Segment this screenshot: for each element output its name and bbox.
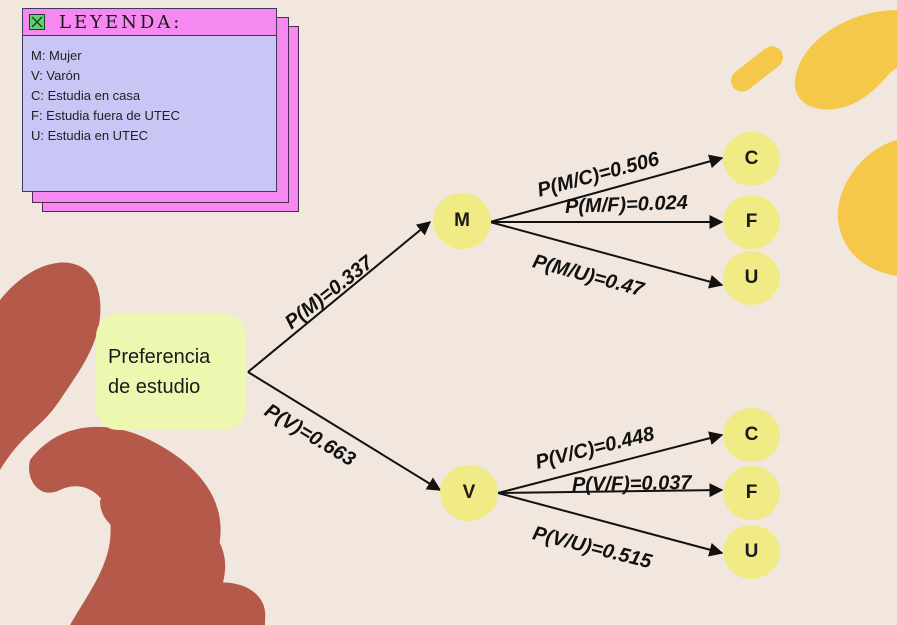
legend-header: LEYENDA: [23,9,276,36]
node-m-c: C [723,132,780,186]
legend-item: C: Estudia en casa [31,88,141,103]
edge-v-c [497,431,724,494]
root-node: Preferencia de estudio [96,314,246,430]
edge-m-u [489,221,724,289]
edge-root-m [247,221,432,373]
legend-item: V: Varón [31,68,81,83]
legend-item: M: Mujer [31,48,82,63]
brown-shapes [0,262,266,625]
root-label-line1: Preferencia [108,346,211,368]
node-m-f: F [723,195,780,249]
node-v: V [440,465,498,521]
edge-v-f [497,483,724,498]
tree-edges [247,154,724,557]
legend-card: LEYENDA: M: Mujer V: Varón C: Estudia en… [22,8,277,192]
checkbox-x-icon [29,14,45,30]
edge-v-u [497,492,724,557]
edge-root-v [247,371,442,491]
legend-item: F: Estudia fuera de UTEC [31,108,180,123]
legend-item: U: Estudia en UTEC [31,128,149,143]
edge-label-m-f: P(M/F)=0.024 [564,191,689,218]
edge-m-c [489,154,724,223]
node-m-u: U [723,251,780,305]
legend-title: LEYENDA: [59,11,183,33]
node-v-c: C [723,408,780,462]
legend-list: M: Mujer V: Varón C: Estudia en casa F: … [23,36,276,146]
yellow-shapes [731,10,897,276]
node-v-u: U [723,525,780,579]
node-m: M [433,193,491,249]
root-label-line2: de estudio [108,376,201,398]
node-v-f: F [723,466,780,520]
edge-label-v-f: P(V/F)=0.037 [571,471,692,496]
